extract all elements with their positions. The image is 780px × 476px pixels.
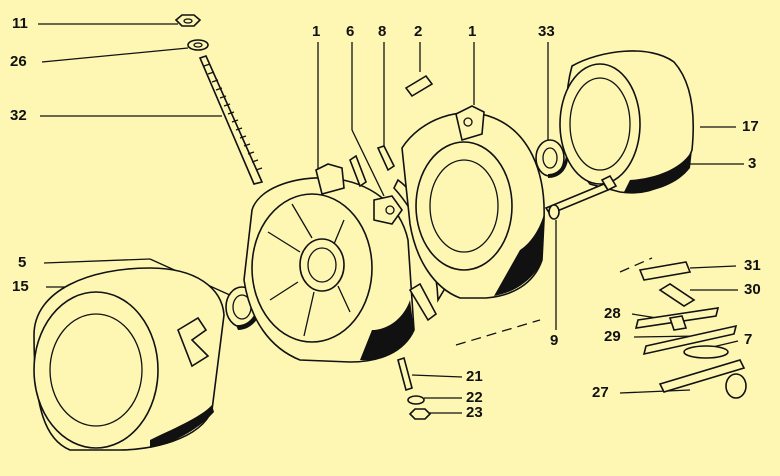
threaded-rod-32 [198,55,264,185]
washer-26 [187,39,209,51]
callout-15: 15 [12,278,29,295]
callout-3: 3 [748,155,757,172]
bearing-33 [535,139,568,178]
callout-6: 6 [346,23,355,40]
callout-23: 23 [466,404,483,421]
callout-30: 30 [744,281,761,298]
washer-9 [548,204,560,220]
callout-8: 8 [378,23,387,40]
washer-22 [407,395,425,405]
callout-33: 33 [538,23,555,40]
callout-5: 5 [18,254,27,271]
gasket-7 [683,345,729,359]
bar-31 [638,261,692,281]
callout-28: 28 [604,305,621,322]
plate-28 [634,307,720,331]
callout-7: 7 [744,331,753,348]
housing-1-left [243,163,415,363]
clip-30 [658,283,696,307]
callout-27: 27 [592,384,609,401]
stud-21 [397,356,413,392]
callout-31: 31 [744,257,761,274]
cover-17 [559,50,694,194]
callout-1-right: 1 [468,23,477,40]
callout-9: 9 [550,332,559,349]
callout-17: 17 [742,118,759,135]
pin-2 [404,74,434,98]
callout-26: 26 [10,53,27,70]
cover-15 [33,267,225,451]
nut-11 [174,14,202,27]
bracket-6 [349,154,367,188]
callout-29: 29 [604,328,621,345]
lever-27 [658,359,747,399]
callout-21: 21 [466,368,483,385]
callout-22: 22 [466,389,483,406]
plate-29 [642,324,738,356]
callout-2: 2 [414,23,423,40]
housing-1-right [401,105,545,299]
callout-1-left: 1 [312,23,321,40]
callout-11: 11 [12,15,28,32]
nut-23 [408,408,432,420]
callout-32: 32 [10,107,27,124]
screw-3 [544,174,618,215]
